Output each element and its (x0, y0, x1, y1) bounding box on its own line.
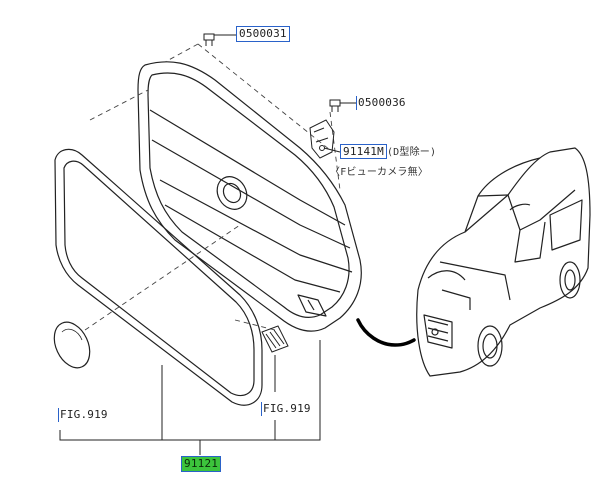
location-pointer (356, 318, 416, 347)
callout-main-part-text: 91121 (184, 457, 219, 470)
assembly-lines (84, 43, 341, 331)
clip-upper-illustration (203, 33, 215, 46)
callout-bracket[interactable]: 91141M(D型除ー) (340, 144, 437, 160)
camera-note-text: 〈Fビューカメラ無〉 (330, 167, 429, 178)
grille-illustration (137, 61, 362, 332)
vehicle-illustration (416, 147, 591, 377)
callout-bracket-number: 91141M (340, 144, 387, 159)
callout-clip-upper-text: 0500031 (239, 27, 287, 40)
gasket-frame-illustration (54, 148, 263, 406)
callout-fig-left[interactable]: FIG.919 (58, 408, 108, 422)
callout-clip-lower-text: 0500036 (358, 96, 406, 109)
camera-note: 〈Fビューカメラ無〉 (330, 166, 428, 180)
callout-fig-left-text: FIG.919 (60, 408, 108, 421)
callout-fig-right[interactable]: FIG.919 (261, 402, 311, 416)
clip-lower-illustration (329, 99, 341, 112)
bracket-illustration (309, 119, 335, 159)
callout-main-part[interactable]: 91121 (181, 456, 222, 472)
callout-clip-lower[interactable]: 0500036 (356, 96, 406, 110)
callout-bracket-suffix: (D型除ー) (386, 147, 437, 158)
callout-fig-right-text: FIG.919 (263, 402, 311, 415)
emblem-cap-illustration (53, 321, 91, 369)
leader-lines (59, 34, 356, 455)
vent-piece-illustration (261, 325, 289, 353)
callout-clip-upper[interactable]: 0500031 (236, 26, 290, 42)
